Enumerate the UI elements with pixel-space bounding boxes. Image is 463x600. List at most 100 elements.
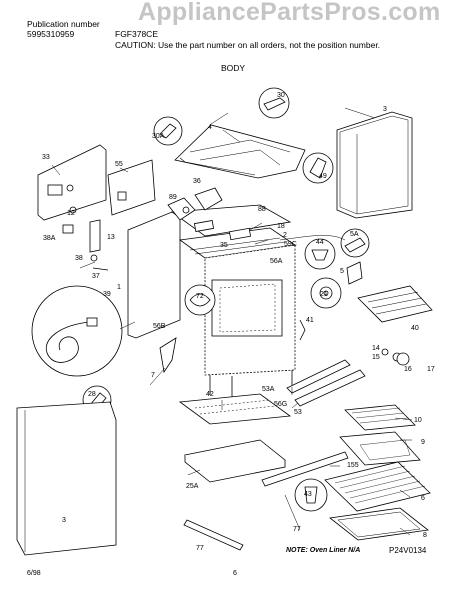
callout-56b: 56B xyxy=(153,323,166,330)
publication-number: 5995310959 xyxy=(27,29,75,39)
callout-16: 16 xyxy=(404,366,412,373)
burner-tube-53 xyxy=(294,369,366,407)
callout-77-left: 77 xyxy=(196,545,204,552)
callout-59c: 59C xyxy=(284,241,297,248)
bracket-5 xyxy=(346,261,363,285)
callout-10: 10 xyxy=(414,417,422,424)
detail-circle-44 xyxy=(304,238,336,270)
callout-4: 4 xyxy=(208,124,212,131)
detail-circle-43 xyxy=(294,478,328,512)
callout-17: 17 xyxy=(427,366,435,373)
model-number: FGF378CE xyxy=(115,29,158,39)
panel-55 xyxy=(107,159,156,216)
drawer-liner-8 xyxy=(329,507,429,541)
callout-5a: 5A xyxy=(350,231,359,238)
detail-circle-21 xyxy=(310,277,342,309)
callout-30a: 30A xyxy=(152,133,165,140)
side-panel-33 xyxy=(37,144,107,221)
callout-33: 33 xyxy=(42,154,50,161)
oven-liner-note: NOTE: Oven Liner N/A xyxy=(286,547,361,554)
callout-3-bottom: 3 xyxy=(62,517,66,524)
callout-43: 43 xyxy=(304,491,312,498)
detail-circle-39-power-cord xyxy=(31,285,123,377)
clip-41 xyxy=(299,319,306,341)
callout-42: 42 xyxy=(206,391,214,398)
callout-12: 12 xyxy=(67,210,75,217)
publication-label: Publication number xyxy=(27,19,100,29)
callout-49: 49 xyxy=(319,173,327,180)
callout-77-right: 77 xyxy=(293,526,301,533)
detail-circle-30a xyxy=(153,116,183,146)
bracket-13 xyxy=(89,219,101,253)
callout-41: 41 xyxy=(306,317,314,324)
callout-88: 88 xyxy=(258,206,266,213)
callout-21: 21 xyxy=(320,291,328,298)
broiler-pan-9 xyxy=(339,431,421,466)
detail-circle-72 xyxy=(184,284,216,316)
rod-37 xyxy=(92,267,109,271)
callout-35: 35 xyxy=(220,242,228,249)
callout-8: 8 xyxy=(423,532,427,539)
knob-14-17 xyxy=(381,348,410,366)
callout-2: 2 xyxy=(283,232,287,239)
oven-body-part xyxy=(127,204,297,398)
leader-lines xyxy=(51,107,413,536)
callout-18: 18 xyxy=(277,223,285,230)
callout-14: 14 xyxy=(372,345,380,352)
callout-labels: 30 30A 4 3 49 33 55 12 38A 13 38 37 1 39… xyxy=(42,92,435,552)
wire-harness xyxy=(279,235,346,241)
drawing-code: P24V0134 xyxy=(389,546,427,555)
callout-6: 6 xyxy=(421,495,425,502)
watermark-text: AppliancePartsPros.com xyxy=(138,0,441,26)
callout-1: 1 xyxy=(117,284,121,291)
drawer-25a xyxy=(184,439,286,483)
callout-15: 15 xyxy=(372,354,380,361)
callout-56g: 56G xyxy=(274,401,287,408)
callout-36: 36 xyxy=(193,178,201,185)
callout-13: 13 xyxy=(107,234,115,241)
bracket-40 xyxy=(357,285,433,323)
callout-3-top: 3 xyxy=(383,106,387,113)
callout-39: 39 xyxy=(103,291,111,298)
callout-9: 9 xyxy=(421,439,425,446)
detail-circle-5a xyxy=(340,228,370,258)
callout-5: 5 xyxy=(340,268,344,275)
section-title: BODY xyxy=(221,63,246,73)
side-panel-3-lower xyxy=(16,401,117,556)
bracket-38a xyxy=(62,224,74,234)
callout-7: 7 xyxy=(151,372,155,379)
callout-44: 44 xyxy=(316,239,324,246)
callout-155: 155 xyxy=(347,462,359,469)
print-date: 6/98 xyxy=(27,570,41,577)
page-number: 6 xyxy=(233,570,237,577)
callout-72: 72 xyxy=(196,293,204,300)
callout-55: 55 xyxy=(115,161,123,168)
gas-valve-assembly xyxy=(167,187,223,221)
caution-note: CAUTION: Use the part number on all orde… xyxy=(115,40,381,50)
callout-53: 53 xyxy=(294,409,302,416)
callout-38a: 38A xyxy=(43,235,56,242)
screw-38 xyxy=(90,254,98,262)
trim-77 xyxy=(183,519,244,551)
broiler-grid-10 xyxy=(344,404,416,431)
detail-circle-49 xyxy=(302,152,334,184)
callout-30: 30 xyxy=(277,92,285,99)
screw-12 xyxy=(69,206,77,214)
rear-panel-part xyxy=(336,111,413,219)
callout-56a: 56A xyxy=(270,258,283,265)
callout-38: 38 xyxy=(75,255,83,262)
callout-28: 28 xyxy=(88,391,96,398)
callout-40: 40 xyxy=(411,325,419,332)
handle-7 xyxy=(159,337,177,374)
callout-37: 37 xyxy=(92,273,100,280)
callout-89: 89 xyxy=(169,194,177,201)
callout-25a: 25A xyxy=(186,483,199,490)
callout-53a: 53A xyxy=(262,386,275,393)
burner-tube-53a xyxy=(286,359,351,394)
oven-rack-6 xyxy=(324,461,431,512)
detail-circle-30 xyxy=(258,87,290,119)
top-cover-part xyxy=(174,124,306,179)
rail-155 xyxy=(261,451,349,487)
broiler-pan-42 xyxy=(178,393,292,425)
